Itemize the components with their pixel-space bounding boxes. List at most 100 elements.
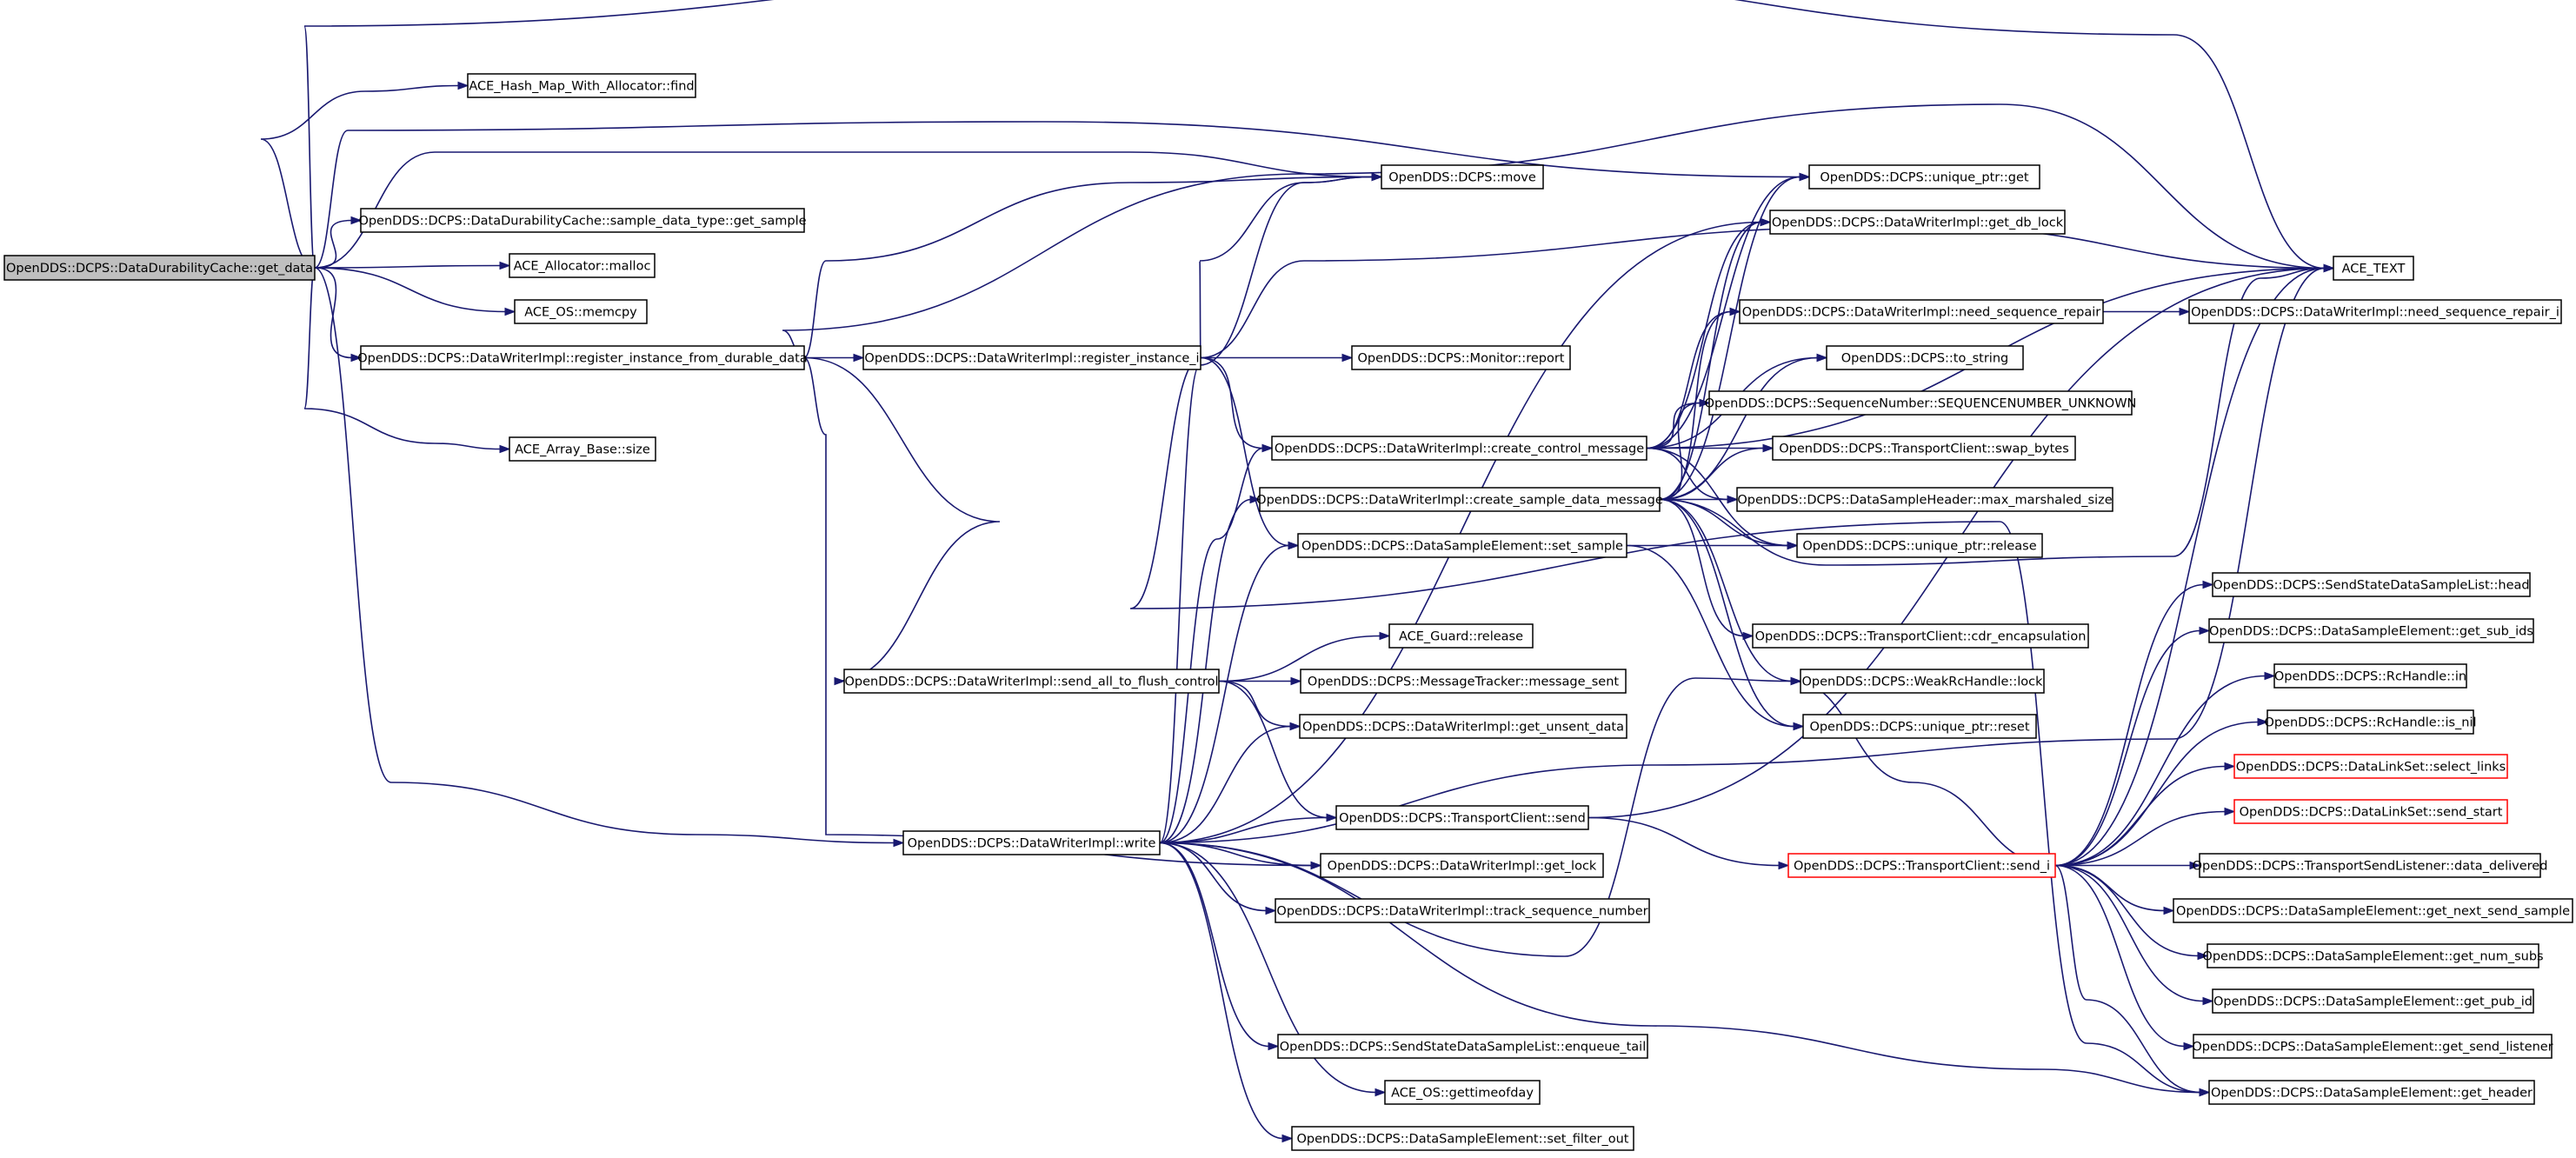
function-node-reg-durable[interactable]: OpenDDS::DCPS::DataWriterImpl::register_… bbox=[357, 345, 808, 370]
function-node-guard-release[interactable]: ACE_Guard::release bbox=[1388, 623, 1534, 649]
function-node-uptr-release[interactable]: OpenDDS::DCPS::unique_ptr::release bbox=[1796, 533, 2043, 558]
call-edge bbox=[1159, 677, 1793, 957]
function-node-box bbox=[2266, 709, 2474, 735]
function-node-track-seq[interactable]: OpenDDS::DCPS::DataWriterImpl::track_seq… bbox=[1275, 898, 1650, 923]
function-node-set-filter-out[interactable]: OpenDDS::DCPS::DataSampleElement::set_fi… bbox=[1291, 1126, 1634, 1151]
function-node-write[interactable]: OpenDDS::DCPS::DataWriterImpl::write bbox=[902, 830, 1161, 855]
function-node-data-delivered[interactable]: OpenDDS::DCPS::TransportSendListener::da… bbox=[2193, 853, 2548, 878]
call-edge-arrowhead bbox=[350, 216, 363, 225]
function-node-box bbox=[360, 208, 805, 233]
call-graph-nodes: OpenDDS::DCPS::DataDurabilityCache::get_… bbox=[3, 73, 2573, 1151]
call-edge bbox=[260, 84, 460, 269]
function-node-box bbox=[1277, 1034, 1648, 1059]
function-node-get-data[interactable]: OpenDDS::DCPS::DataDurabilityCache::get_… bbox=[3, 255, 316, 281]
call-graph-edges bbox=[260, 0, 2335, 1143]
function-node-label: OpenDDS::DCPS::DataDurabilityCache::samp… bbox=[358, 215, 806, 229]
function-node-box bbox=[1826, 345, 2024, 370]
function-node-box bbox=[2208, 618, 2534, 643]
function-node-reg-i[interactable]: OpenDDS::DCPS::DataWriterImpl::register_… bbox=[862, 345, 1201, 370]
function-node-hash-find[interactable]: ACE_Hash_Map_With_Allocator::find bbox=[467, 73, 696, 98]
call-edge-arrowhead bbox=[1778, 861, 1790, 870]
function-node-rc-in[interactable]: OpenDDS::DCPS::RcHandle::in bbox=[2273, 663, 2467, 689]
function-node-label: ACE_Array_Base::size bbox=[515, 443, 650, 457]
call-edge-arrowhead bbox=[1310, 861, 1322, 870]
function-node-uptr-get[interactable]: OpenDDS::DCPS::unique_ptr::get bbox=[1808, 164, 2040, 190]
function-node-gettimeofday[interactable]: ACE_OS::gettimeofday bbox=[1384, 1080, 1541, 1105]
function-node-max-marsh[interactable]: OpenDDS::DCPS::DataSampleHeader::max_mar… bbox=[1736, 487, 2113, 512]
call-edge bbox=[2054, 864, 2201, 1094]
call-edge bbox=[803, 356, 1001, 682]
function-node-get-lock[interactable]: OpenDDS::DCPS::DataWriterImpl::get_lock bbox=[1320, 853, 1604, 878]
function-node-box bbox=[2173, 898, 2573, 923]
call-edge bbox=[1218, 680, 1328, 819]
function-node-get-db-lock[interactable]: OpenDDS::DCPS::DataWriterImpl::get_db_lo… bbox=[1769, 210, 2066, 235]
function-node-send-all[interactable]: OpenDDS::DCPS::DataWriterImpl::send_all_… bbox=[843, 669, 1220, 694]
function-node-unsent[interactable]: OpenDDS::DCPS::DataWriterImpl::get_unsen… bbox=[1299, 714, 1627, 739]
function-node-box bbox=[2199, 853, 2541, 878]
function-node-seq-unknown[interactable]: OpenDDS::DCPS::SequenceNumber::SEQUENCEN… bbox=[1705, 390, 2137, 416]
call-edge bbox=[1659, 267, 2326, 566]
call-edge-arrowhead bbox=[2257, 717, 2269, 727]
function-node-label: OpenDDS::DCPS::unique_ptr::get bbox=[1820, 171, 2029, 185]
call-edge bbox=[314, 121, 1801, 269]
function-node-tc-send-i[interactable]: OpenDDS::DCPS::TransportClient::send_i bbox=[1787, 853, 2056, 878]
call-edge bbox=[2054, 583, 2205, 867]
function-node-get-sample[interactable]: OpenDDS::DCPS::DataDurabilityCache::samp… bbox=[358, 208, 807, 233]
call-edge bbox=[1159, 447, 1264, 844]
function-node-list-head[interactable]: OpenDDS::DCPS::SendStateDataSampleList::… bbox=[2212, 572, 2531, 597]
function-node-malloc[interactable]: ACE_Allocator::malloc bbox=[509, 253, 656, 278]
function-node-create-sample[interactable]: OpenDDS::DCPS::DataWriterImpl::create_sa… bbox=[1256, 487, 1663, 512]
call-edge-arrowhead bbox=[853, 353, 865, 363]
function-node-box bbox=[2207, 943, 2539, 968]
function-node-next-send[interactable]: OpenDDS::DCPS::DataSampleElement::get_ne… bbox=[2173, 898, 2573, 923]
call-edge-arrowhead bbox=[1326, 813, 1338, 822]
function-node-select-links[interactable]: OpenDDS::DCPS::DataLinkSet::select_links bbox=[2233, 754, 2508, 779]
function-node-set-sample[interactable]: OpenDDS::DCPS::DataSampleElement::set_sa… bbox=[1297, 533, 1627, 558]
function-node-rc-is-nil[interactable]: OpenDDS::DCPS::RcHandle::is_nil bbox=[2264, 709, 2477, 735]
function-node-ace-text[interactable]: ACE_TEXT bbox=[2333, 256, 2414, 281]
function-node-cdr-enc[interactable]: OpenDDS::DCPS::TransportClient::cdr_enca… bbox=[1752, 623, 2089, 649]
function-node-label: OpenDDS::DCPS::DataLinkSet::send_start bbox=[2240, 806, 2503, 820]
function-node-box bbox=[360, 345, 805, 370]
function-node-to-string[interactable]: OpenDDS::DCPS::to_string bbox=[1826, 345, 2024, 370]
function-node-need-seq-i[interactable]: OpenDDS::DCPS::DataWriterImpl::need_sequ… bbox=[2188, 299, 2562, 324]
function-node-enqueue-tail[interactable]: OpenDDS::DCPS::SendStateDataSampleList::… bbox=[1277, 1034, 1648, 1059]
function-node-box bbox=[2273, 663, 2467, 689]
function-node-label: OpenDDS::DCPS::DataWriterImpl::register_… bbox=[357, 352, 807, 366]
function-node-box bbox=[1708, 390, 2133, 416]
function-node-uptr-reset[interactable]: OpenDDS::DCPS::unique_ptr::reset bbox=[1802, 714, 2037, 739]
function-node-report[interactable]: OpenDDS::DCPS::Monitor::report bbox=[1351, 345, 1571, 370]
call-edge bbox=[803, 176, 1374, 359]
function-node-swap-bytes[interactable]: OpenDDS::DCPS::TransportClient::swap_byt… bbox=[1772, 436, 2076, 461]
function-node-num-subs[interactable]: OpenDDS::DCPS::DataSampleElement::get_nu… bbox=[2202, 943, 2544, 968]
call-edge bbox=[1218, 635, 1381, 682]
function-node-label: OpenDDS::DCPS::DataSampleElement::get_nu… bbox=[2202, 950, 2543, 964]
function-node-msg-sent[interactable]: OpenDDS::DCPS::MessageTracker::message_s… bbox=[1300, 669, 1627, 694]
call-edge-arrowhead bbox=[2202, 996, 2214, 1006]
function-node-need-seq[interactable]: OpenDDS::DCPS::DataWriterImpl::need_sequ… bbox=[1739, 299, 2104, 324]
call-edge bbox=[782, 103, 2326, 359]
function-node-box bbox=[1320, 853, 1604, 878]
call-edge bbox=[1199, 176, 1374, 359]
function-node-label: OpenDDS::DCPS::DataWriterImpl::need_sequ… bbox=[1742, 306, 2101, 320]
call-edge-arrowhead bbox=[2197, 951, 2209, 961]
function-node-weak-lock[interactable]: OpenDDS::DCPS::WeakRcHandle::lock bbox=[1800, 669, 2045, 694]
function-node-arr-size[interactable]: ACE_Array_Base::size bbox=[509, 436, 656, 462]
function-node-send-listener[interactable]: OpenDDS::DCPS::DataSampleElement::get_se… bbox=[2192, 1034, 2553, 1059]
function-node-create-ctrl[interactable]: OpenDDS::DCPS::DataWriterImpl::create_co… bbox=[1271, 436, 1647, 461]
function-node-label: OpenDDS::DCPS::RcHandle::in bbox=[2274, 670, 2466, 684]
function-node-pub-id[interactable]: OpenDDS::DCPS::DataSampleElement::get_pu… bbox=[2212, 988, 2534, 1014]
function-node-get-sub-ids[interactable]: OpenDDS::DCPS::DataSampleElement::get_su… bbox=[2208, 618, 2534, 643]
call-edge bbox=[1646, 447, 1789, 547]
function-node-send-start[interactable]: OpenDDS::DCPS::DataLinkSet::send_start bbox=[2233, 799, 2508, 824]
function-node-tc-send[interactable]: OpenDDS::DCPS::TransportClient::send bbox=[1335, 805, 1589, 830]
function-node-move[interactable]: OpenDDS::DCPS::move bbox=[1381, 164, 1544, 190]
call-edge-arrowhead bbox=[499, 261, 511, 270]
call-edge bbox=[1646, 310, 1732, 449]
function-node-memcpy[interactable]: ACE_OS::memcpy bbox=[514, 299, 648, 324]
function-node-get-header[interactable]: OpenDDS::DCPS::DataSampleElement::get_he… bbox=[2208, 1080, 2535, 1105]
call-edge bbox=[1200, 356, 1290, 547]
function-node-box bbox=[1769, 210, 2066, 235]
call-edge bbox=[1200, 356, 1264, 449]
call-edge-arrowhead bbox=[2224, 762, 2236, 771]
